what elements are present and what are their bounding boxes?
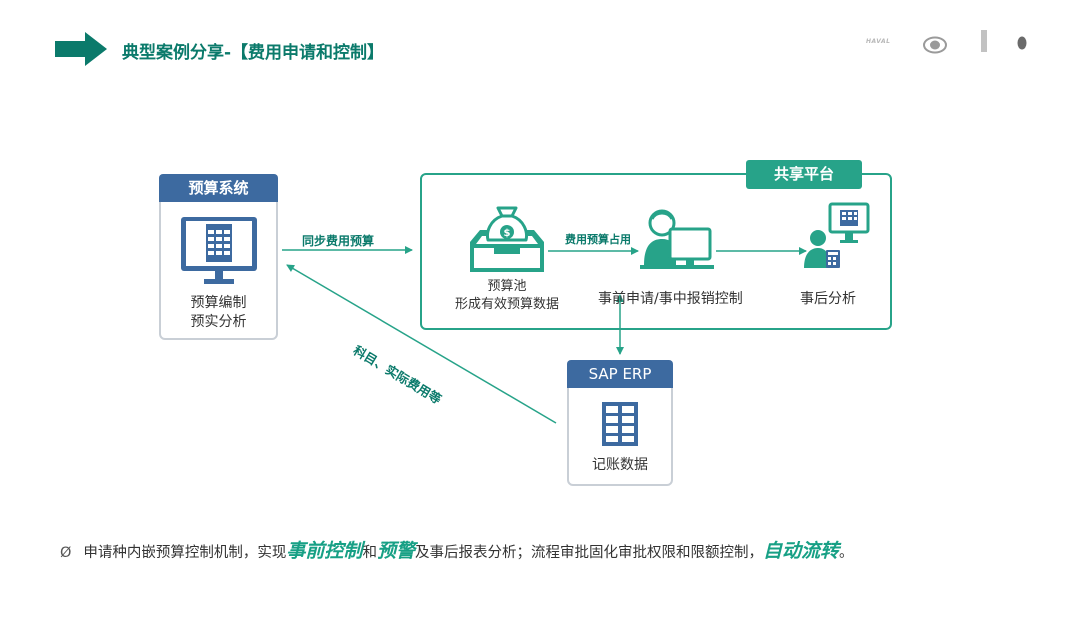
bullet-text-4: 。 — [838, 545, 854, 561]
post-analysis-label: 事后分析 — [800, 291, 856, 307]
summary-bullet: Ø 申请种内嵌预算控制机制，实现事前控制和预警及事后报表分析；流程审批固化审批权限… — [60, 536, 853, 563]
shared-platform-title: 共享平台 — [746, 160, 862, 189]
brand-logos: HAVAL — [862, 28, 1062, 62]
great-wall-logo-icon — [923, 36, 947, 54]
shared-platform-frame — [420, 173, 892, 330]
sync-label: 同步费用预算 — [302, 234, 375, 248]
sap-erp-box: SAP ERP 记账数据 — [567, 360, 673, 486]
wey-logo-icon — [981, 30, 987, 52]
budget-caption-line1: 预算编制 — [190, 295, 247, 311]
bullet-text-1: 申请种内嵌预算控制机制，实现 — [83, 545, 287, 561]
occupy-label: 费用预算占用 — [565, 233, 631, 246]
budget-pool-label: 预算池 形成有效预算数据 — [440, 278, 574, 314]
svg-text:$: $ — [504, 228, 511, 239]
post-analysis-icon — [804, 202, 870, 268]
return-arrow — [286, 264, 557, 424]
page-title: 典型案例分享-【费用申请和控制】 — [122, 43, 385, 63]
process-control-label: 事前申请/事中报销控制 — [598, 291, 743, 307]
highlight-pre-control: 事前控制 — [286, 540, 363, 562]
sap-erp-caption: 记账数据 — [592, 457, 648, 473]
budget-system-caption: 预算编制 预实分析 — [161, 294, 276, 332]
ledger-table-icon — [602, 402, 638, 446]
budget-pool-money-bag-icon: $ — [470, 206, 544, 272]
bullet-text-2: 和 — [362, 545, 377, 561]
budget-system-title: 预算系统 — [159, 174, 278, 202]
budget-system-box: 预算系统 预算编制 预实分析 — [159, 174, 278, 340]
bullet-text-3: 及事后报表分析；流程审批固化审批权限和限额控制， — [414, 545, 763, 561]
ora-logo-icon — [1017, 36, 1027, 50]
bullet-mark: Ø — [60, 545, 72, 561]
sap-erp-title: SAP ERP — [567, 360, 673, 388]
pool-line2: 形成有效预算数据 — [454, 297, 559, 312]
highlight-warning: 预警 — [376, 540, 415, 562]
person-computer-icon — [640, 209, 714, 269]
highlight-auto-flow: 自动流转 — [762, 540, 839, 562]
haval-logo: HAVAL — [866, 38, 891, 45]
budget-caption-line2: 预实分析 — [190, 314, 247, 330]
pool-line1: 预算池 — [487, 279, 527, 294]
monitor-spreadsheet-icon — [181, 217, 257, 284]
title-arrow-icon — [55, 32, 107, 66]
